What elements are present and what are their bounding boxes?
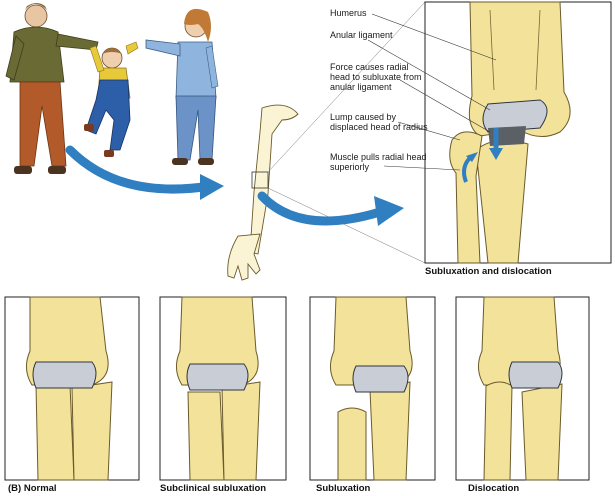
panel-subclinical <box>159 296 287 481</box>
caption-dislocation: Dislocation <box>468 483 520 494</box>
mother-figure <box>145 8 219 165</box>
label-muscle: Muscle pulls radial head superiorly <box>330 152 427 172</box>
caption-subclinical: Subclinical subluxation <box>160 483 267 494</box>
label-anular-ligament: Anular ligament <box>330 30 393 40</box>
label-force: Force causes radial head to subluxate fr… <box>330 62 422 92</box>
caption-main: Subluxation and dislocation <box>425 266 552 277</box>
main-elbow-panel <box>424 1 612 264</box>
caption-subluxation: Subluxation <box>316 483 371 494</box>
family-pulling-child-illustration <box>5 3 219 174</box>
zoom-box <box>251 171 269 189</box>
arm-skeleton-outline <box>227 1 426 281</box>
panel-normal <box>4 296 140 481</box>
leader-lines <box>367 13 497 171</box>
zoom-arrow <box>257 191 385 226</box>
child-figure <box>84 41 139 157</box>
panel-dislocation <box>455 296 590 481</box>
panel-subluxation <box>309 296 436 481</box>
father-figure <box>5 3 99 174</box>
label-lump: Lump caused by displaced head of radius <box>330 112 428 132</box>
bottom-panels <box>4 296 590 481</box>
label-humerus: Humerus <box>330 8 367 18</box>
motion-arrow <box>65 145 215 194</box>
motion-arrow-head <box>200 174 224 200</box>
zoom-arrow-head <box>374 196 404 226</box>
caption-normal: (B) Normal <box>8 483 57 494</box>
